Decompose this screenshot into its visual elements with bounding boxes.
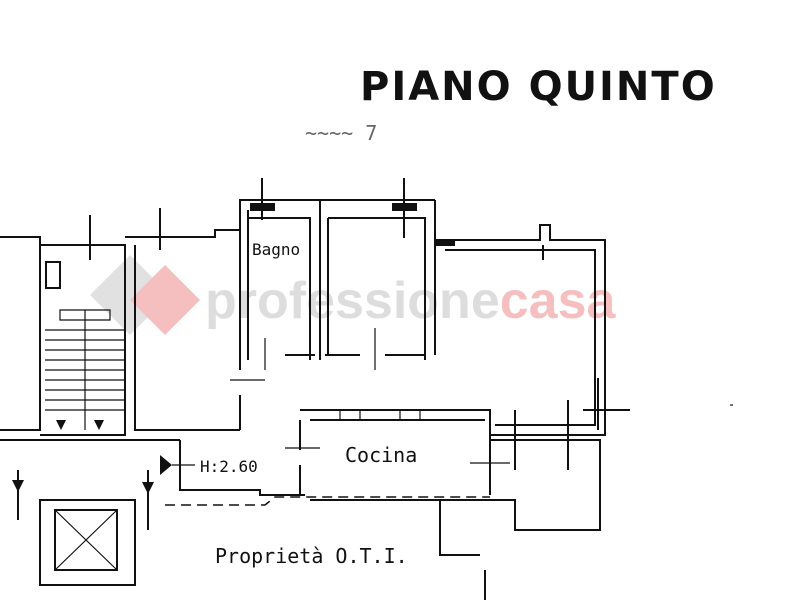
- kitchen: Cocina: [285, 409, 510, 495]
- room-3: [435, 224, 630, 436]
- corridor: H:2.60: [0, 439, 490, 600]
- ceiling-height-label: H:2.60: [200, 457, 258, 476]
- bathroom: Bagno: [240, 178, 435, 370]
- room-label-kitchen: Cocina: [345, 443, 417, 467]
- room-2: [325, 178, 436, 370]
- scribble-note: ~~~~ 7: [305, 121, 377, 145]
- watermark-part2: casa: [500, 272, 617, 330]
- elevator-shaft: [39, 499, 136, 586]
- stairwell: [0, 215, 126, 436]
- watermark-diamond-red-icon: [130, 265, 200, 335]
- watermark: professionecasa: [90, 255, 616, 335]
- room-label-bathroom: Bagno: [252, 240, 300, 259]
- watermark-part1: professione: [205, 272, 500, 330]
- balcony: [490, 439, 601, 531]
- plan-title: PIANO QUINTO: [360, 64, 717, 110]
- watermark-text: professionecasa: [205, 272, 616, 330]
- property-label: Proprietà O.T.I.: [215, 544, 408, 568]
